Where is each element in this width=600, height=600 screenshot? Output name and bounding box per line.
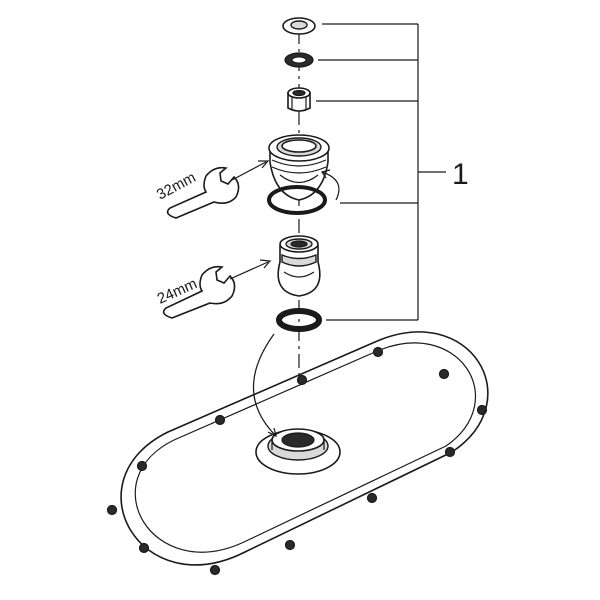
small-o-ring bbox=[284, 52, 314, 68]
rotation-arrow-upper bbox=[321, 171, 340, 201]
ball-joint-24mm bbox=[277, 235, 321, 297]
assembly-arrow-lower bbox=[252, 333, 277, 437]
base-plate bbox=[106, 331, 489, 576]
small-sleeve bbox=[287, 87, 311, 112]
bottom-o-ring bbox=[276, 308, 322, 332]
rotation-arrowhead-upper bbox=[321, 169, 331, 179]
plate-center-fitting bbox=[255, 428, 341, 475]
callout-number: 1 bbox=[452, 158, 469, 191]
mounting-holes bbox=[106, 346, 488, 576]
callout-leader-lines bbox=[316, 23, 446, 321]
large-o-ring bbox=[267, 185, 327, 215]
assembly-arrowhead-lower bbox=[267, 427, 277, 438]
wrench-24mm bbox=[162, 259, 272, 319]
wrench-32mm bbox=[166, 160, 270, 219]
top-washer bbox=[282, 17, 316, 35]
